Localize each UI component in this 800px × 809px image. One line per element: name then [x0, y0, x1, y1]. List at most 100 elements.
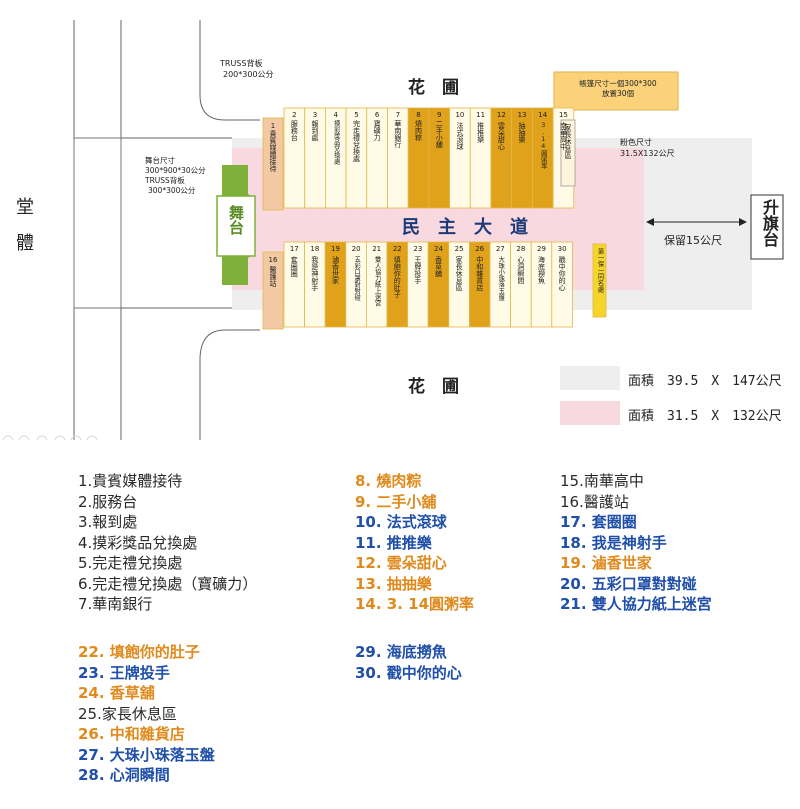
- tent-note-line2: 放置30個: [601, 89, 635, 98]
- legend-item: 24. 香草舖: [78, 684, 155, 702]
- map-canvas: [2, 20, 784, 447]
- venue-map: 堂體 舞台 升旗台 花 圃 花 圃 民 主 大 道 保留15公尺 TRUSS背板…: [2, 20, 784, 447]
- booth-name: 完走禮兌換處: [352, 120, 361, 162]
- booth-number: 8: [416, 111, 421, 119]
- legend-item: 19. 滷香世家: [560, 554, 652, 572]
- crosswalk: [73, 137, 122, 309]
- booth: [324, 241, 347, 328]
- booth-number: 10: [455, 111, 465, 119]
- truss-left-size: 300*300公分: [148, 186, 196, 195]
- booth-name: 華南銀行: [393, 120, 402, 148]
- booth-number: 21: [372, 245, 382, 253]
- booth-number: 14: [538, 111, 548, 119]
- booth-name: 服務台: [290, 120, 299, 141]
- reserve-arrow-head-right: [739, 218, 747, 226]
- booth-name: 摸彩獎品兌換處: [332, 120, 340, 165]
- stage-size-note: 舞台尺寸 300*900*30公分 TRUSS背板 300*300公分: [145, 156, 206, 196]
- booth-name: 戳中你的心: [558, 256, 567, 291]
- booth-row-bottom: [262, 241, 607, 330]
- flag-stage-label: 升旗台: [760, 199, 779, 247]
- booth-number: 1: [270, 122, 276, 130]
- booth-number: 16: [268, 256, 278, 264]
- booth-name: 報到處: [311, 120, 320, 141]
- tent-note-box: [553, 71, 679, 111]
- booth-name: 我是神射手: [310, 256, 319, 291]
- booth-number: 13: [517, 111, 527, 119]
- booth-number: 24: [434, 245, 443, 253]
- booth-name: 中和雜貨店: [475, 256, 484, 291]
- booth-name: 家長休息區: [564, 124, 572, 159]
- pink-size-value: 31.5X132公尺: [620, 149, 675, 158]
- booth: [560, 119, 576, 187]
- booth-number: 30: [557, 245, 567, 253]
- legend-item: 2.服務台: [78, 492, 138, 511]
- booth-name: 填飽你的肚子: [393, 256, 402, 298]
- area-gray-label: 面積 39.5 X 147公尺: [628, 374, 782, 389]
- booth-number: 28: [516, 245, 526, 253]
- stage-white: [216, 195, 256, 257]
- booth-number: 26: [475, 245, 485, 253]
- booth-number: 20: [351, 245, 361, 253]
- stage-size-value: 300*900*30公分: [145, 166, 206, 175]
- truss-left-title: TRUSS背板: [145, 176, 185, 185]
- legend-item: 14. 3. 14圓粥率: [355, 595, 475, 613]
- booth-name: 二手小舖: [435, 120, 444, 148]
- truss-top-title: TRUSS背板: [220, 59, 263, 68]
- legend-item: 23. 王牌投手: [78, 663, 170, 682]
- legend-item: 16.醫護站: [560, 492, 629, 511]
- booth-name: 推推樂: [476, 122, 485, 143]
- booth-number: 23: [413, 245, 423, 253]
- road-curve-bottom: [199, 329, 260, 440]
- booth-name: 香草舖: [434, 256, 443, 277]
- booth-number: 15: [558, 111, 568, 119]
- legend-item: 22. 填飽你的肚子: [78, 643, 200, 661]
- legend-item: 18. 我是神射手: [560, 533, 667, 552]
- booth-number: 6: [374, 111, 380, 119]
- legend-item: 29. 海底撈魚: [355, 643, 447, 661]
- legend-item: 6.完走禮兌換處（寶礦力）: [78, 574, 258, 593]
- booth: [427, 241, 450, 328]
- booth-name: 雙人協力紙上迷宮: [373, 256, 381, 307]
- booth-name: 海底撈魚: [537, 256, 546, 284]
- booth-name: 五彩口罩對對碰: [353, 256, 361, 301]
- legend-item: 1.貴賓媒體接待: [78, 472, 183, 490]
- booth: [592, 243, 607, 318]
- legend-item: 3.報到處: [78, 513, 138, 531]
- booth-number: 3: [312, 111, 318, 119]
- booth: [262, 117, 284, 211]
- booth: [283, 241, 306, 328]
- legend-item: 10. 法式滾球: [355, 513, 447, 531]
- booth-number: 25: [454, 245, 464, 253]
- booth-name: 大珠小珠落玉盤: [497, 256, 505, 301]
- booth-name: 家長休息區: [455, 256, 464, 291]
- booth-name: 貴賓媒體接待: [269, 130, 277, 172]
- booth: [551, 241, 573, 328]
- legend-item: 25.家長休息區: [78, 704, 177, 723]
- pink-swatch: [560, 401, 620, 425]
- legend-item: 17. 套圈圈: [560, 513, 637, 531]
- legend-item: 4.摸彩獎品兌換處: [78, 533, 198, 552]
- booth: [407, 241, 429, 328]
- legend-item: 27. 大珠小珠落玉盤: [78, 745, 215, 764]
- booth-number: 19: [331, 245, 340, 253]
- legend-column-1: 1.貴賓媒體接待 2.服務台 3.報到處 4.摸彩獎品兌換處 5.完走禮兌換處 6.完走禮…: [78, 471, 257, 615]
- faint-toolbar-icons: [2, 435, 98, 447]
- legend-item: 8. 燒肉粽: [355, 472, 422, 490]
- booth-number: 5: [354, 111, 359, 119]
- booth-name: 滷香世家: [331, 256, 340, 284]
- booth-number: 4: [333, 111, 338, 119]
- booth-number: 11: [476, 111, 486, 119]
- reserve-arrow-head-left: [646, 218, 654, 226]
- booth-name: 雲朵甜心: [497, 122, 506, 150]
- tent-note-line1: 帳篷尺寸一個300*300: [579, 79, 657, 88]
- booth-number: 27: [495, 245, 505, 253]
- booth: [530, 241, 553, 328]
- legend-item: 28. 心洞瞬間: [78, 766, 170, 784]
- booth-number: 2: [292, 111, 297, 119]
- legend-item: 5.完走禮兌換處: [78, 554, 183, 572]
- booth: [510, 241, 532, 328]
- booth-name: 3.14圓粥率: [539, 122, 547, 169]
- area-pink-label: 面積 31.5 X 132公尺: [628, 409, 782, 424]
